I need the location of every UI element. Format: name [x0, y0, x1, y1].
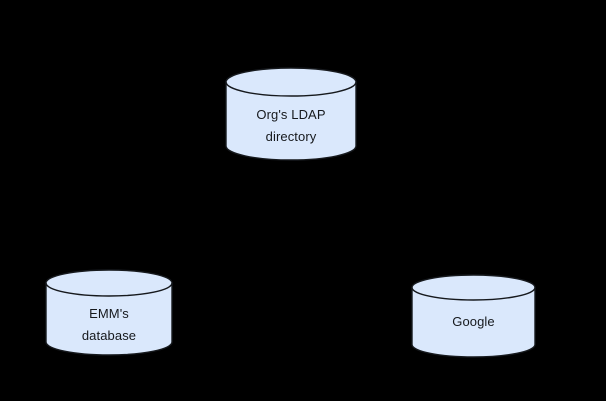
- database-cylinder-icon: [225, 67, 357, 161]
- database-cylinder-icon: [411, 274, 536, 358]
- node-google[interactable]: Google: [411, 274, 536, 358]
- database-cylinder-icon: [45, 269, 173, 356]
- node-emm-database[interactable]: EMM's database: [45, 269, 173, 356]
- node-org-ldap-directory[interactable]: Org's LDAP directory: [225, 67, 357, 161]
